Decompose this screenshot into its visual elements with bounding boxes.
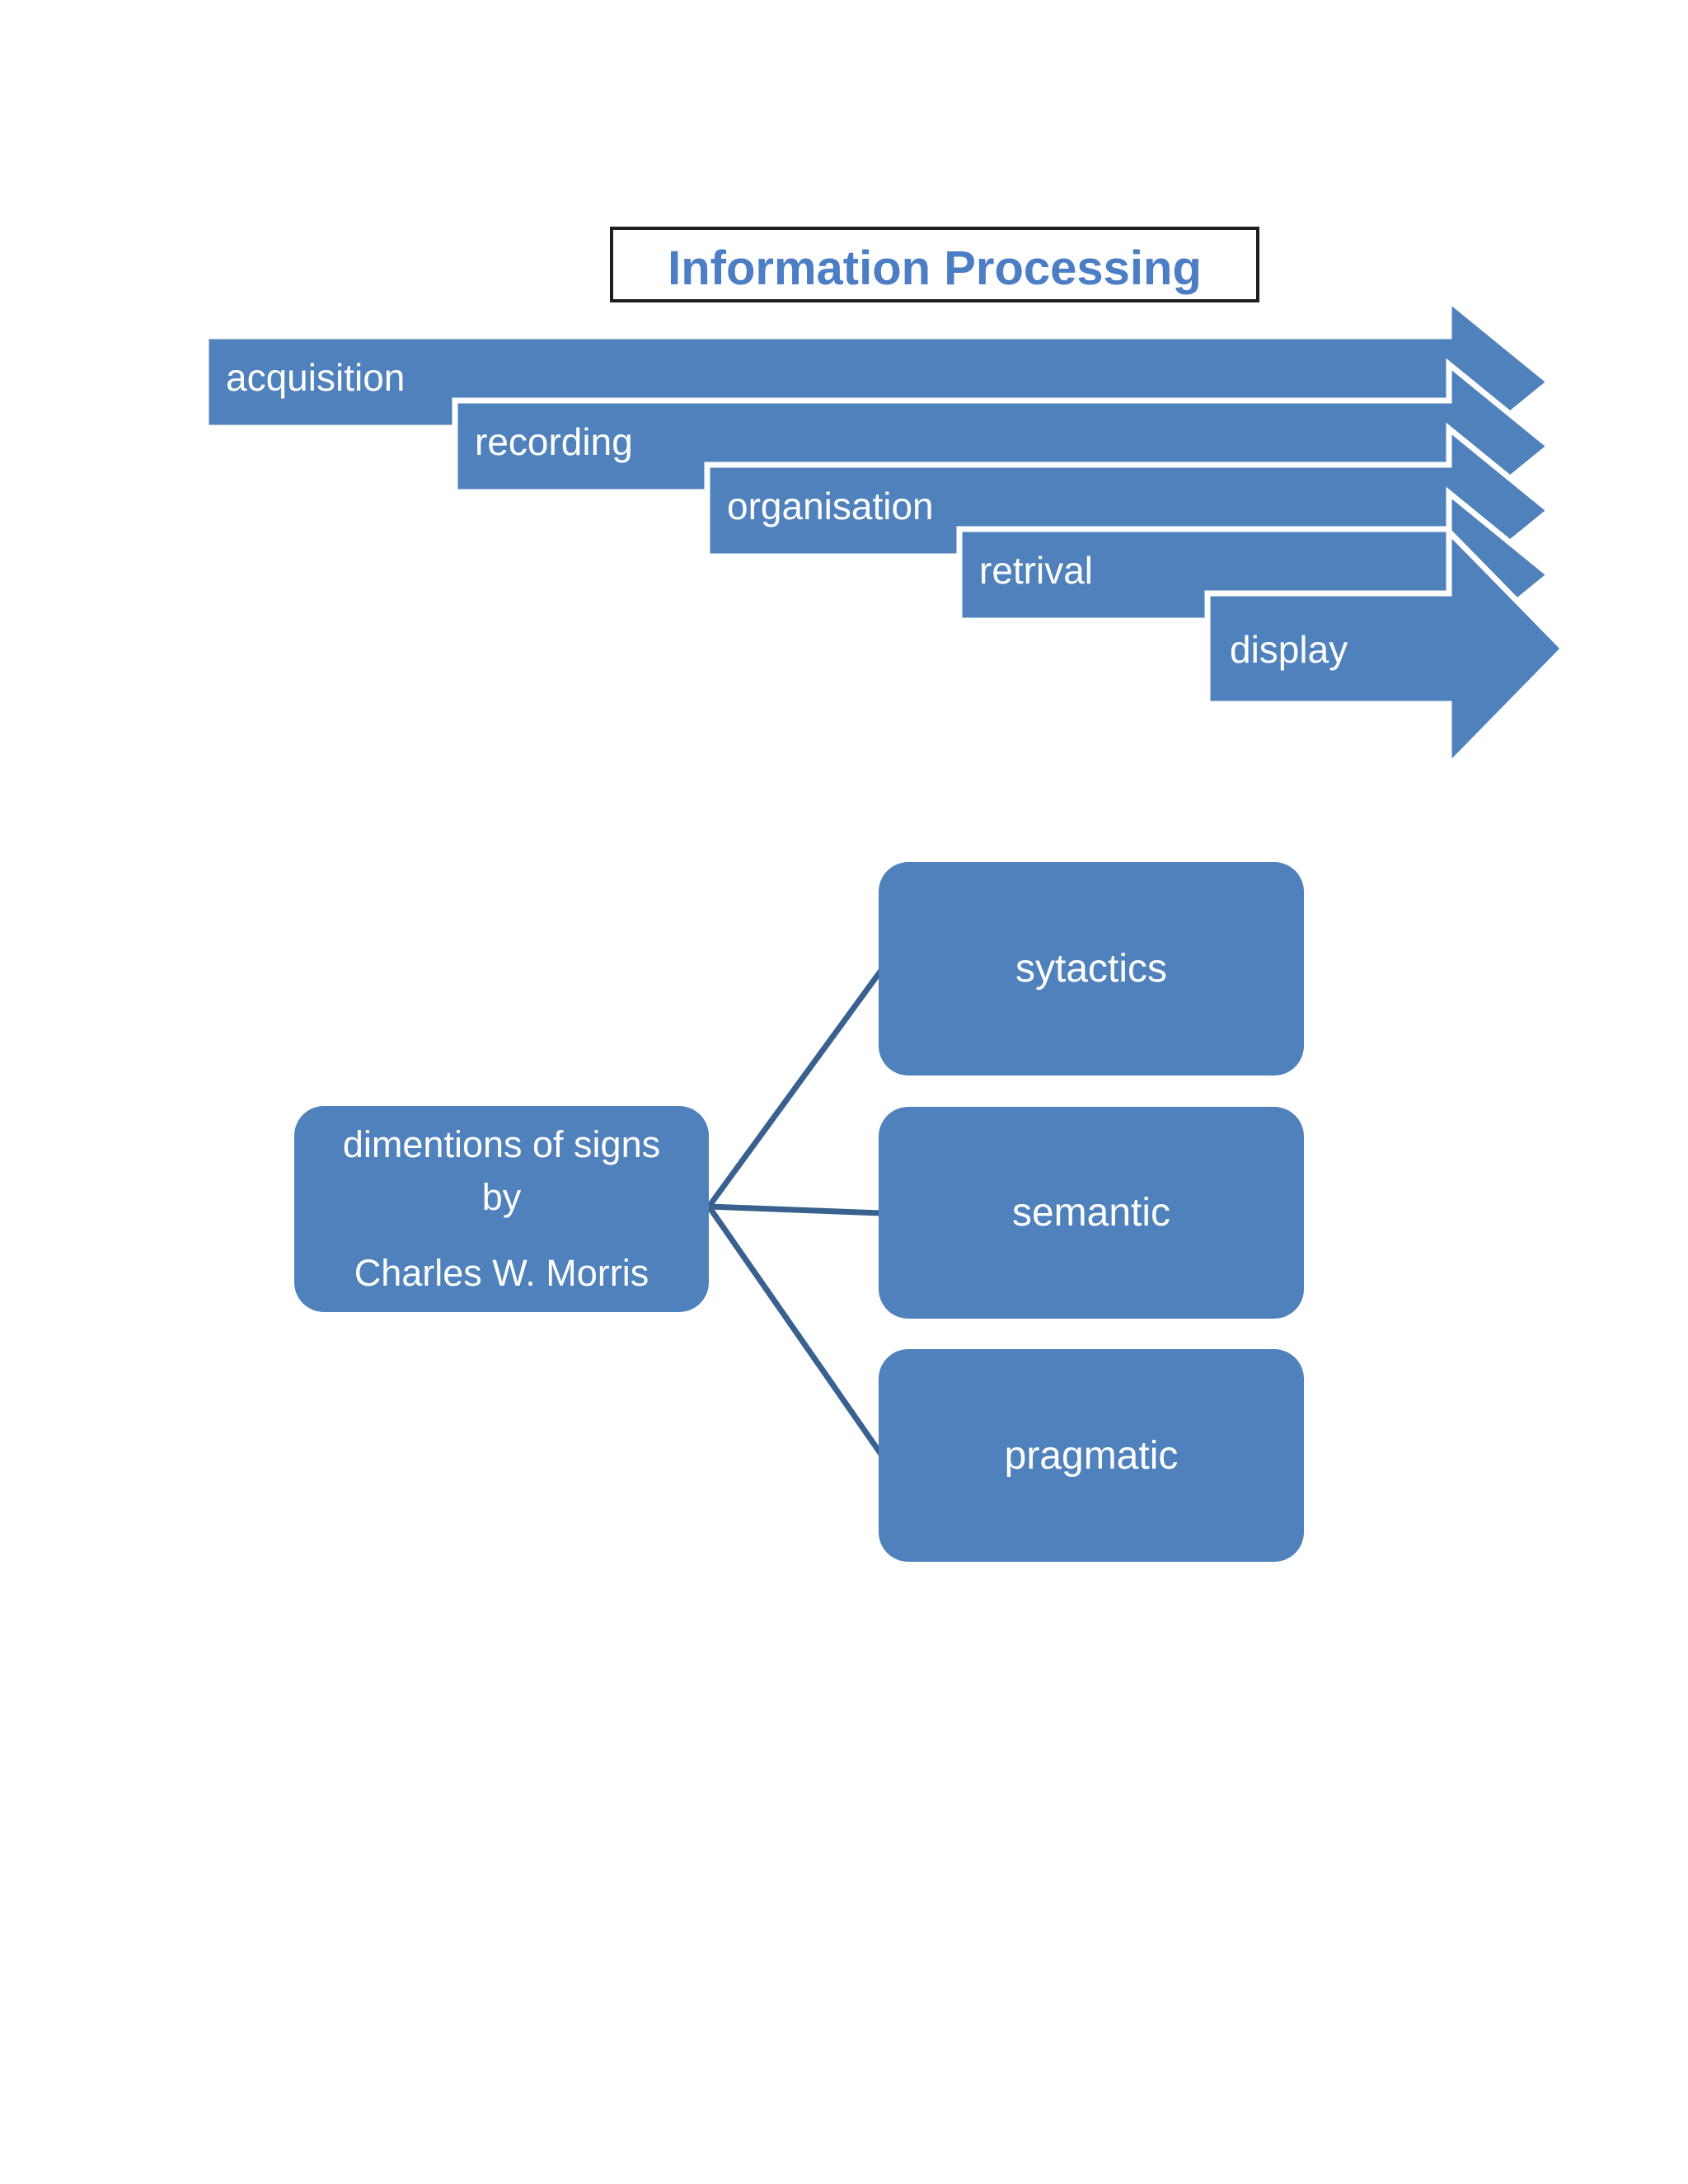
process-step-label-4: retrival (979, 549, 1093, 592)
page-title: Information Processing (668, 241, 1202, 295)
hierarchy-child-label-3: pragmatic (1004, 1433, 1179, 1478)
hierarchy-root-line2: by (481, 1176, 522, 1219)
process-arrow-diagram: acquisition recording organisation retri… (203, 293, 1568, 773)
process-step-label-1: acquisition (226, 356, 405, 399)
hierarchy-root-line1: dimentions of signs (342, 1123, 661, 1166)
connector-root-to-child-2 (708, 1203, 883, 1216)
connector-root-to-child-3 (706, 1205, 884, 1457)
process-step-label-3: organisation (727, 485, 934, 527)
hierarchy-root-line3: Charles W. Morris (354, 1251, 649, 1294)
hierarchy-child-label-2: semantic (1011, 1191, 1171, 1235)
hierarchy-child-box-pragmatic: pragmatic (879, 1349, 1304, 1562)
process-step-label-2: recording (475, 420, 633, 463)
hierarchy-child-box-semantic: semantic (879, 1107, 1304, 1319)
connector-root-to-child-1 (706, 967, 884, 1209)
hierarchy-child-box-sytactics: sytactics (879, 862, 1304, 1076)
hierarchy-child-label-1: sytactics (1015, 947, 1168, 991)
hierarchy-connectors (706, 967, 884, 1457)
hierarchy-root-box: dimentions of signs by Charles W. Morris (294, 1106, 709, 1312)
process-step-label-5: display (1230, 628, 1348, 671)
process-arrow-shape-5 (1204, 524, 1568, 773)
title-box: Information Processing (610, 227, 1259, 302)
